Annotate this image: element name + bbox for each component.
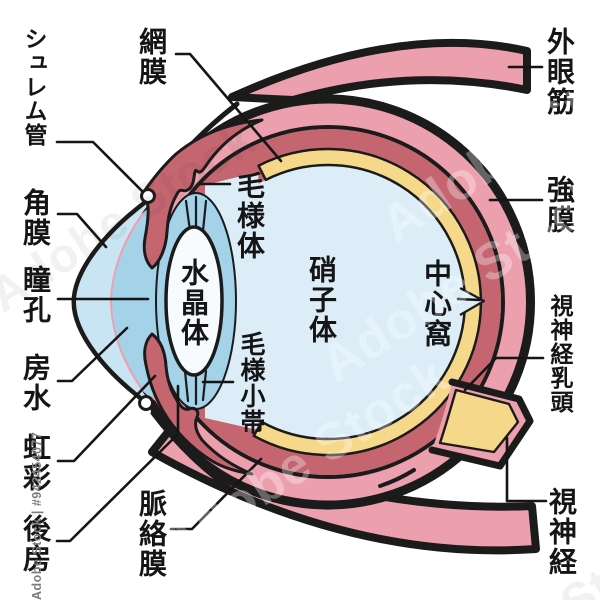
leader-retina: [174, 52, 283, 163]
label-posterior-chamber: 後房: [20, 514, 51, 574]
label-choroid: 脈絡膜: [136, 489, 167, 579]
label-optic-disc: 視神経乳頭: [547, 294, 573, 414]
cornea-layer: [76, 200, 152, 404]
label-extraocular-muscle: 外眼筋: [544, 27, 575, 117]
anterior-segment: [76, 118, 264, 476]
leader-optic-nerve: [505, 436, 548, 503]
label-optic-nerve: 視神経: [546, 487, 577, 577]
retina-layer: [252, 147, 483, 457]
label-iris: 虹彩: [20, 433, 51, 493]
label-ciliary-body: 毛様体: [234, 171, 265, 261]
zonule-fibers: [183, 195, 208, 406]
leader-choroid: [169, 457, 263, 531]
label-aqueous-humor: 房水: [20, 353, 51, 413]
label-schlemm-canal: シュレム管: [21, 27, 47, 147]
leader-lines: [55, 52, 548, 543]
leader-fovea: [456, 297, 482, 302]
leader-aqueous: [56, 326, 129, 383]
label-retina: 網膜: [136, 27, 167, 87]
label-cornea: 角膜: [20, 188, 51, 248]
label-zonule: 毛様小帯: [237, 331, 265, 435]
leader-cornea: [56, 212, 108, 249]
leader-optic-disc: [463, 356, 545, 392]
leader-posterior-chamber: [55, 384, 180, 543]
label-sclera: 強膜: [544, 175, 575, 235]
schlemm-canal-upper: [140, 188, 156, 204]
label-fovea: 中心窩: [421, 259, 452, 349]
optic-nerve: [428, 378, 534, 470]
extraocular-muscle-top-band: [228, 38, 531, 104]
lens: [164, 225, 224, 377]
label-lens: 水晶体: [178, 258, 209, 348]
leader-schlemm-canal: [55, 140, 144, 193]
ciliary-iris-upper: [141, 118, 264, 270]
schlemm-canal-lower: [138, 395, 154, 411]
label-pupil: 瞳孔: [20, 265, 51, 325]
label-vitreous-body: 硝子体: [306, 255, 337, 345]
optic-nerve-core: [438, 388, 520, 454]
leader-iris: [56, 374, 157, 463]
watermark-credit: Adobe Stock | #942454077: [30, 431, 44, 600]
fovea-notch: [459, 287, 486, 316]
